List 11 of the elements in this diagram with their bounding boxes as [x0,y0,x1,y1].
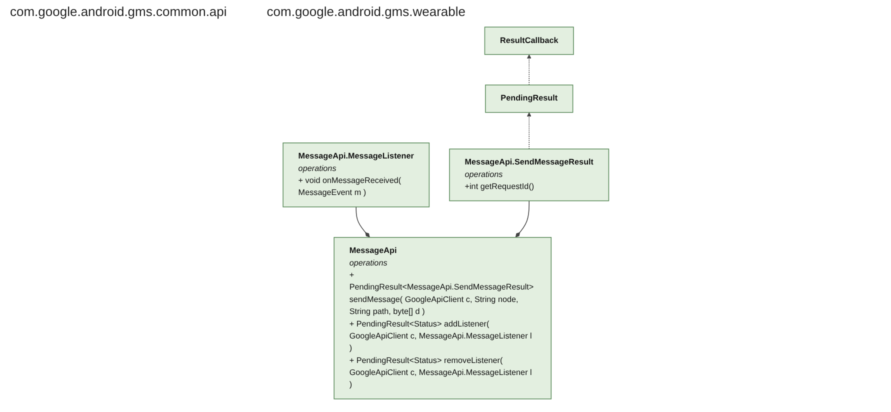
connector [355,206,370,238]
node-box: MessageApi.SendMessageResult operations +int getRequestId() [448,148,609,202]
node-box: MessageApi operations + PendingResult<MessageApi.SendMessageResult> sendMessage( GoogleApiClient c, String node, String path, byte[] d ) + PendingResult<Status> addListener( GoogleApiClient c, MessageApi.MessageListener l ) + PendingResult<Status> removeListener( GoogleApiClient c, MessageApi.MessageListener l ) [333,237,552,400]
connector [514,200,530,238]
package-name: com.google.android.gms.common.api [10,4,227,19]
node-box: PendingResult [484,84,573,113]
package-name: com.google.android.gms.wearable [266,4,466,19]
node-box: ResultCallback [484,26,574,55]
arrow [526,54,531,86]
node-box: MessageApi.MessageListener operations + void onMessageReceived( MessageEvent m ) [282,142,430,208]
arrow [526,112,531,150]
